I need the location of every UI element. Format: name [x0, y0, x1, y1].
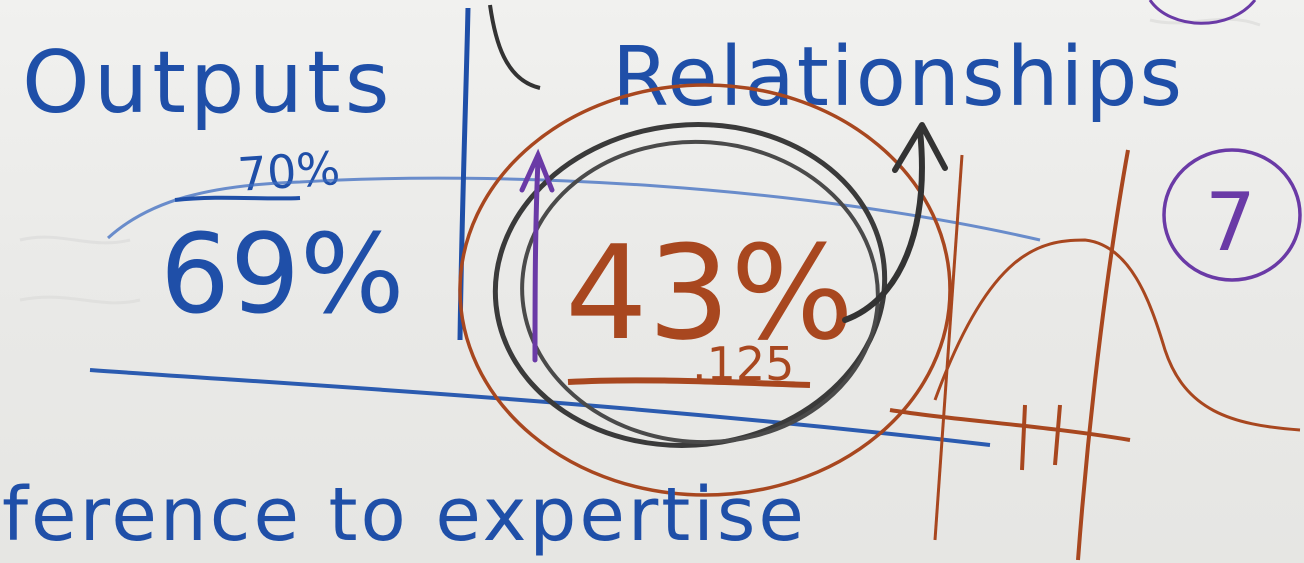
reference-text-line: ference to expertise [2, 472, 807, 558]
black-circle-2 [520, 139, 880, 445]
purple-up-arrow [519, 148, 555, 363]
bell-curve [933, 238, 1301, 432]
brown-outer-circle [458, 83, 952, 497]
brown-cross-stroke [889, 404, 1131, 471]
relationships-heading: Relationships [612, 30, 1184, 125]
brown-vertical-line-1 [933, 154, 964, 541]
blue-short-stroke [174, 195, 301, 202]
percent-43-label: 43% [565, 217, 854, 369]
paper-ghost-marks [19, 17, 1261, 305]
brown-underline [567, 377, 811, 388]
circled-number-ring [1162, 148, 1302, 282]
outputs-heading: Outputs [22, 33, 394, 133]
circled-number-label: 7 [1205, 176, 1256, 269]
divider-hook [488, 4, 541, 90]
brown-vertical-line-2 [1076, 149, 1130, 561]
black-curved-arrow [842, 122, 948, 323]
percent-70-label: 70% [236, 141, 342, 202]
percent-69-label: 69% [160, 210, 405, 338]
purple-top-arc [1148, 0, 1257, 25]
blue-underline-stroke [89, 368, 991, 447]
